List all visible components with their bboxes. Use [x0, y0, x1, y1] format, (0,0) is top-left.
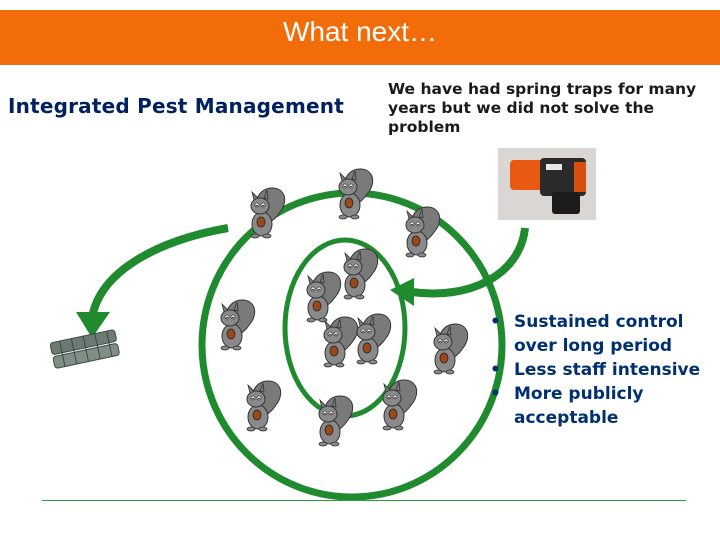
bait-blocks-image: [49, 329, 120, 369]
bullet-item: Less staff intensive: [490, 358, 715, 382]
left-curved-arrow: [88, 224, 229, 319]
squirrel-icon: [405, 206, 441, 258]
squirrel-icon: [250, 187, 286, 239]
bottom-divider: [42, 500, 686, 501]
spring-trap-image: [498, 148, 596, 220]
squirrel-icon: [323, 316, 359, 368]
right-arrow-head: [390, 278, 414, 306]
squirrel-icon: [433, 323, 469, 375]
squirrel-icon: [343, 248, 379, 300]
slide-title: What next…: [282, 16, 438, 47]
squirrel-icon: [220, 299, 256, 351]
squirrel-icon: [338, 168, 374, 220]
right-curved-arrow: [411, 227, 529, 298]
squirrel-icon: [356, 313, 392, 365]
squirrel-icon: [306, 271, 342, 323]
title-bar: [0, 10, 720, 65]
bullet-item: Sustained control over long period: [490, 310, 715, 358]
benefits-list: Sustained control over long period Less …: [490, 310, 715, 430]
left-arrow-head: [76, 312, 110, 338]
squirrel-icon: [382, 379, 418, 431]
spring-traps-text: We have had spring traps for many years …: [388, 80, 697, 136]
bullet-item: More publicly acceptable: [490, 382, 715, 430]
ipm-heading: Integrated Pest Management: [8, 94, 344, 118]
squirrel-icon: [246, 380, 282, 432]
squirrel-icon: [318, 395, 354, 447]
